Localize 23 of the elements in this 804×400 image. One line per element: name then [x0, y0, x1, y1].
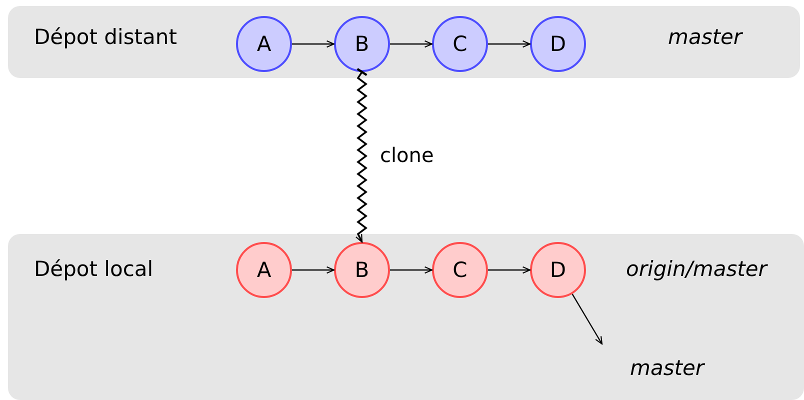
repository-panel	[8, 234, 804, 400]
arrow	[292, 266, 335, 274]
wavy-arrow	[355, 68, 368, 243]
panel-title: Dépot distant	[34, 25, 177, 49]
arrow	[572, 294, 603, 345]
panel-title: Dépot local	[34, 257, 154, 281]
commit-circle: D	[530, 242, 586, 298]
branch-label: master	[630, 356, 716, 384]
arrow	[390, 266, 433, 274]
arrow	[390, 40, 433, 48]
arrow	[292, 40, 335, 48]
branch-label: master	[668, 25, 742, 49]
commit-circle: C	[432, 16, 488, 72]
arrow	[488, 40, 531, 48]
commit-circle: A	[236, 242, 292, 298]
commit-circle: D	[530, 16, 586, 72]
arrow	[488, 266, 531, 274]
commit-circle: B	[334, 242, 390, 298]
commit-circle: A	[236, 16, 292, 72]
commit-circle: B	[334, 16, 390, 72]
repository-panel	[8, 6, 800, 78]
commit-circle: C	[432, 242, 488, 298]
branch-label: origin/master	[626, 257, 767, 281]
